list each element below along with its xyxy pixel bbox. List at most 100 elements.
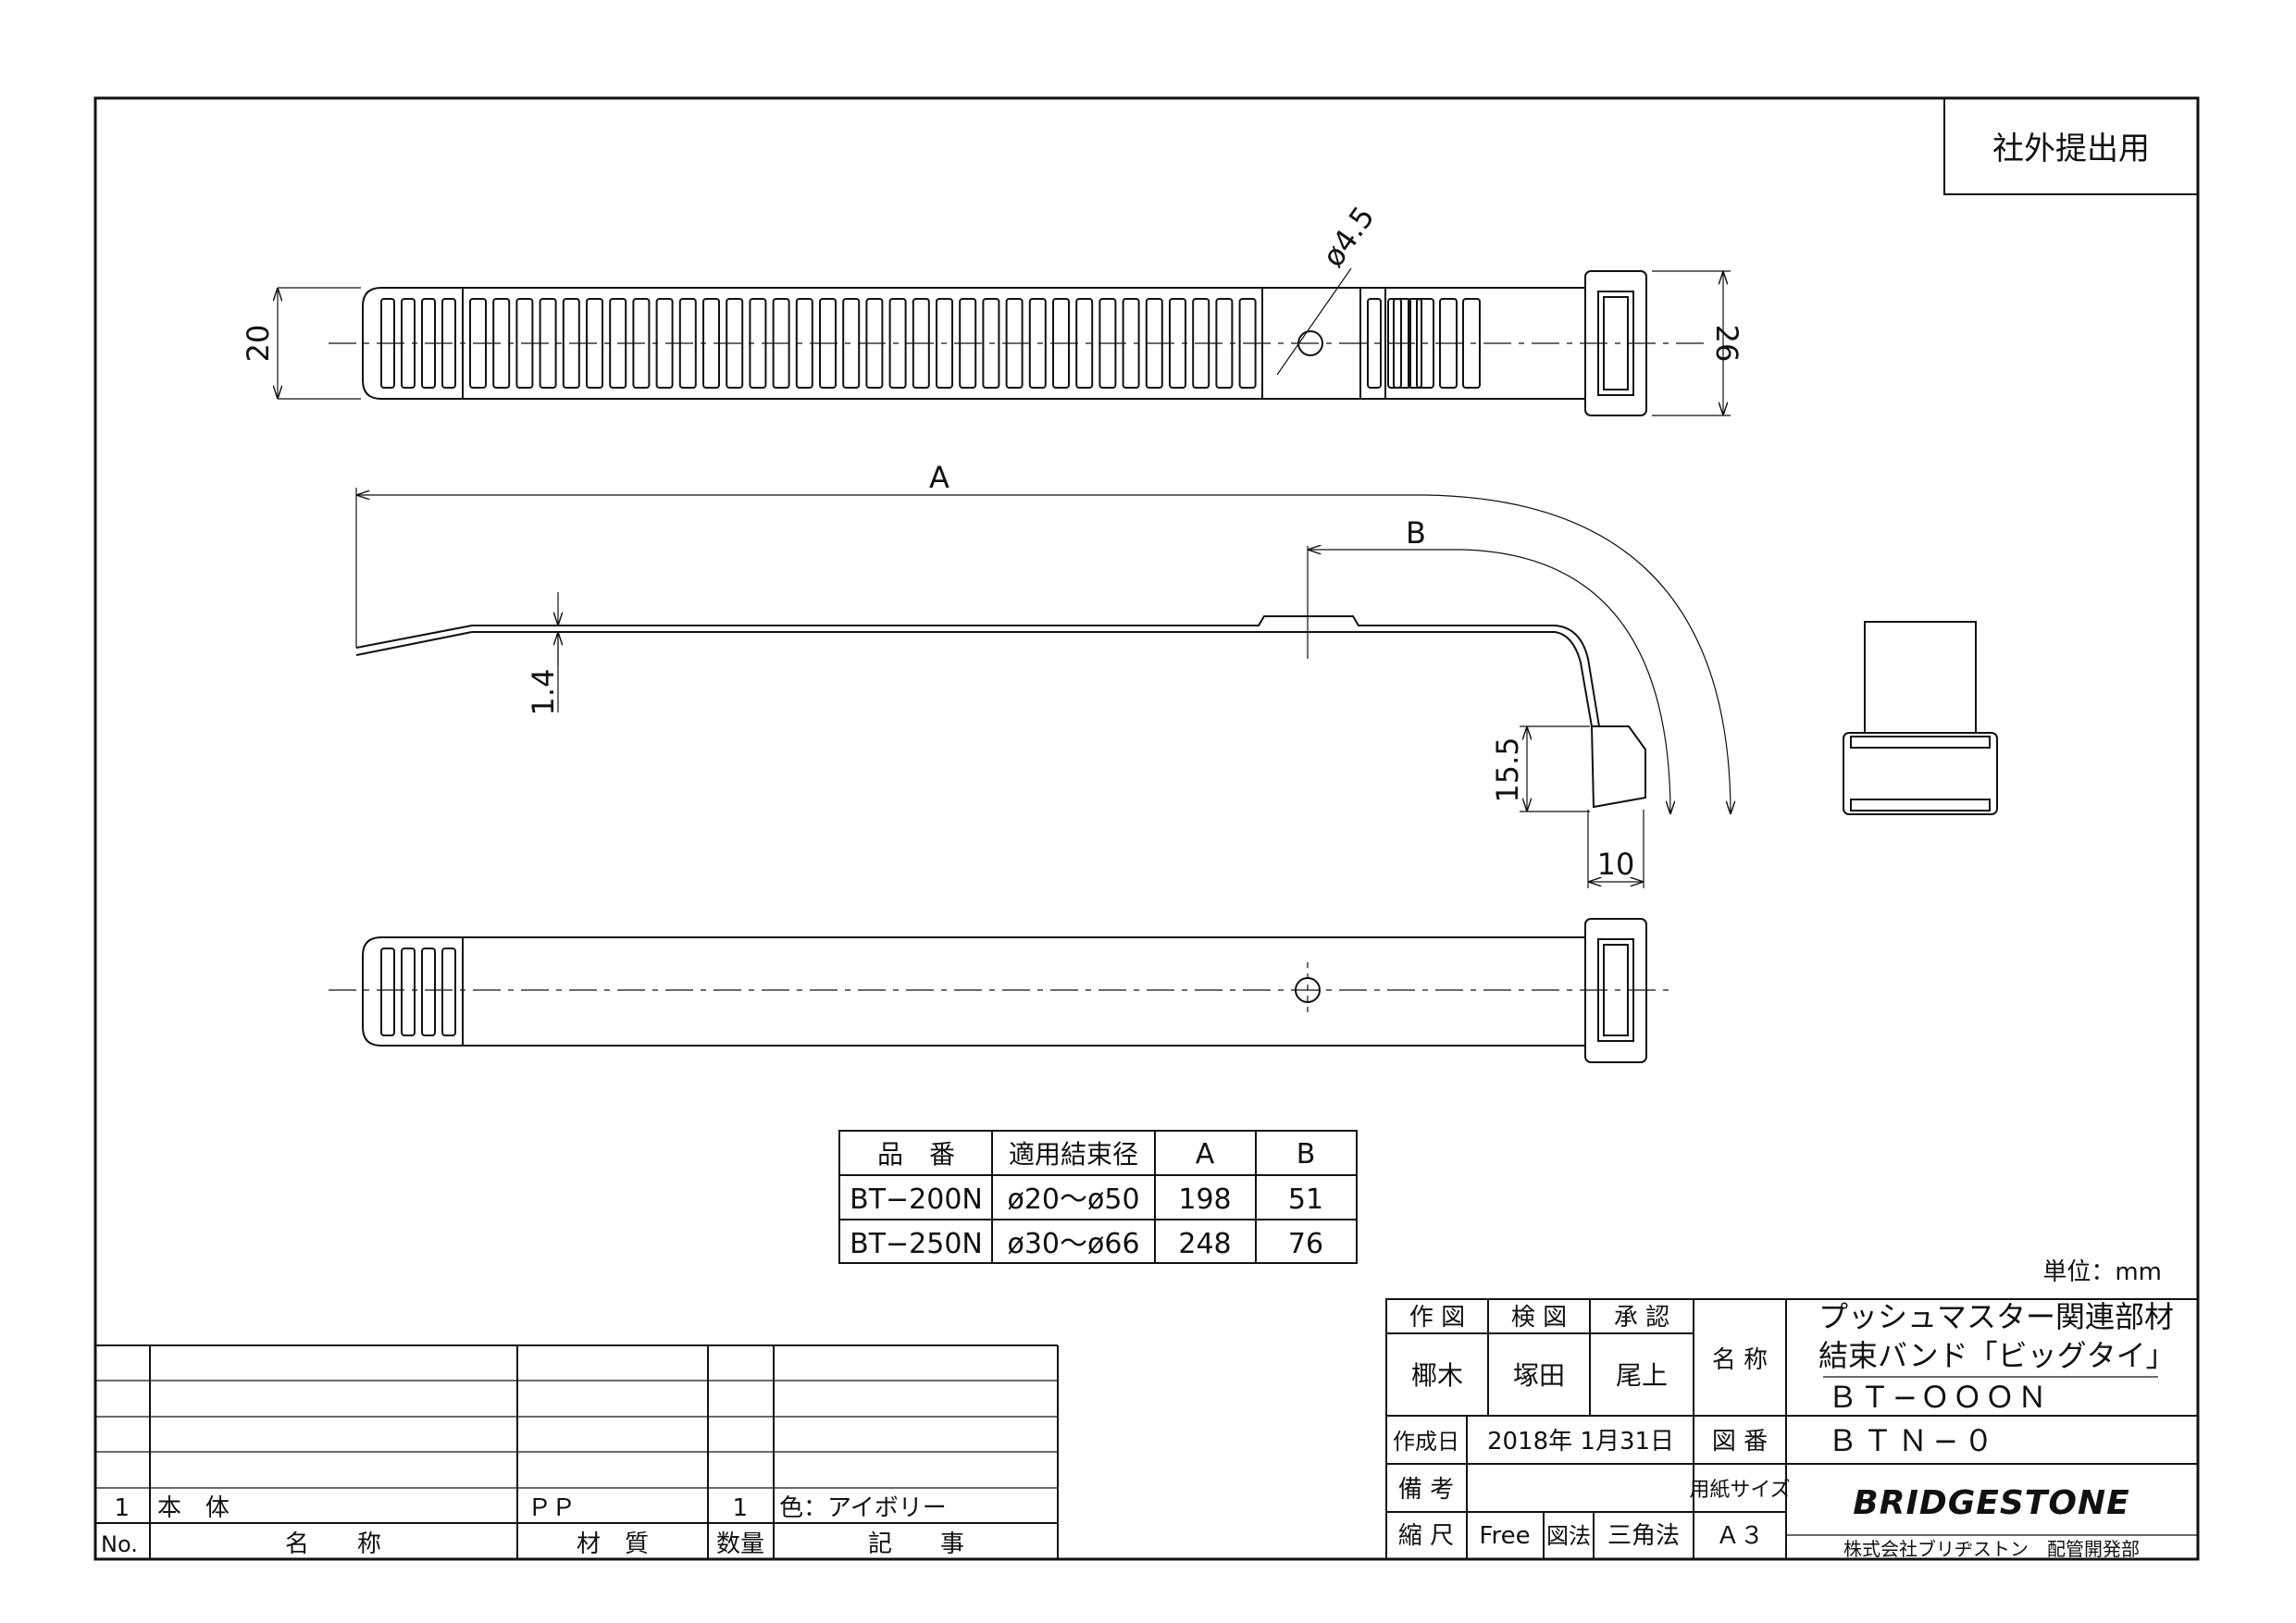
spec-r2-a: 248	[1178, 1228, 1231, 1260]
side-view	[355, 488, 1731, 888]
rib-slot	[1075, 298, 1094, 389]
spec-r2-range: ø30〜ø66	[1007, 1228, 1139, 1260]
scale-value: Free	[1479, 1522, 1530, 1550]
end-view	[1843, 621, 1998, 815]
spec-r2-part: BT−250N	[850, 1228, 983, 1260]
dim-hole-dia: ø4.5	[1315, 200, 1382, 274]
spec-table	[838, 1130, 1358, 1264]
spec-header-b: B	[1297, 1138, 1316, 1171]
rib-slot	[441, 948, 456, 1036]
parts-no: 1	[114, 1494, 130, 1522]
rib-slot	[421, 948, 436, 1036]
rib-slot	[982, 298, 1000, 389]
rib-slot	[702, 298, 720, 389]
drawn-by: 椰木	[1411, 1360, 1463, 1391]
rib-slot	[842, 298, 861, 389]
parts-qty: 1	[732, 1494, 748, 1522]
rib-slot	[888, 298, 907, 389]
buckle-head-bottom	[1584, 918, 1647, 1063]
rib-slot	[655, 298, 674, 389]
rib-slot	[632, 298, 651, 389]
rib-slot	[586, 298, 603, 389]
dim-length-b: B	[1406, 515, 1426, 551]
product-line2: 結束バンド「ビッグタイ」	[1818, 1338, 2176, 1373]
rib-slot	[1393, 298, 1411, 389]
band-ribs-bottom	[380, 948, 456, 1036]
rib-slot	[469, 298, 487, 389]
rib-slot	[1052, 298, 1070, 389]
rib-slot	[539, 298, 557, 389]
parts-header-no: No.	[101, 1531, 138, 1557]
projection-value: 三角法	[1607, 1522, 1680, 1550]
rib-slot	[795, 298, 813, 389]
rib-slot	[380, 298, 395, 389]
rib-slot	[421, 298, 436, 389]
band-ribs	[380, 298, 1481, 389]
rib-slot	[678, 298, 697, 389]
rib-slot	[1098, 298, 1117, 389]
unit-note: 単位：mm	[2042, 1258, 2162, 1286]
rib-slot	[959, 298, 977, 389]
label-scale: 縮 尺	[1398, 1522, 1454, 1550]
spec-r1-range: ø20〜ø50	[1007, 1183, 1139, 1216]
dim-width-20: 20	[241, 325, 276, 363]
rib-slot	[912, 298, 930, 389]
rib-slot	[1367, 298, 1382, 389]
drawing-border	[93, 96, 2200, 1561]
parts-note: 色：アイボリー	[779, 1494, 947, 1522]
stamp-box: 社外提出用	[1943, 97, 2199, 195]
spec-header-range: 適用結束径	[1009, 1139, 1138, 1170]
checked-by: 塚田	[1513, 1360, 1565, 1391]
date-value: 2018年 1月31日	[1487, 1428, 1674, 1456]
rib-slot	[1145, 298, 1163, 389]
spec-r1-b: 51	[1288, 1183, 1323, 1216]
dim-head-height: 15.5	[1490, 737, 1525, 802]
label-projection: 図法	[1546, 1523, 1591, 1549]
rib-slot	[1439, 298, 1458, 389]
rib-slot	[401, 948, 416, 1036]
rib-slot	[1028, 298, 1047, 389]
rib-slot	[1005, 298, 1024, 389]
rib-slot	[1408, 298, 1422, 389]
brand-logo: BRIDGESTONE	[1853, 1484, 2129, 1522]
label-dwg-no: 図 番	[1712, 1428, 1768, 1456]
rib-slot	[1462, 298, 1481, 389]
dim-head-width: 10	[1597, 847, 1635, 882]
dim-thickness: 1.4	[526, 669, 561, 716]
rib-slot	[1169, 298, 1186, 389]
label-approved: 承 認	[1614, 1304, 1669, 1332]
rib-slot	[492, 298, 511, 389]
rib-slot	[1215, 298, 1234, 389]
rib-slot	[1192, 298, 1210, 389]
product-line3: ＢＴ−ＯＯＯＮ	[1828, 1380, 2050, 1415]
bottom-view	[329, 918, 1670, 1063]
rib-slot	[936, 298, 953, 389]
spec-r1-a: 198	[1178, 1183, 1231, 1216]
rib-slot	[865, 298, 884, 389]
rib-slot	[772, 298, 790, 389]
stamp-text: 社外提出用	[1992, 130, 2150, 167]
rib-slot	[441, 298, 456, 389]
parts-material: ＰＰ	[527, 1494, 576, 1522]
parts-header-material: 材 質	[577, 1530, 649, 1558]
rib-slot	[380, 948, 395, 1036]
product-line1: プッシュマスター関連部材	[1818, 1299, 2174, 1334]
label-drawn: 作 図	[1409, 1304, 1465, 1332]
dim-length-a: A	[929, 460, 949, 495]
dwg-no: ＢＴＮ−０	[1828, 1423, 1999, 1458]
paper-value: Ａ３	[1716, 1522, 1764, 1550]
approved-by: 尾上	[1616, 1360, 1668, 1391]
parts-header-qty: 数量	[716, 1530, 764, 1558]
label-paper: 用紙サイズ	[1689, 1479, 1790, 1502]
spec-header-a: A	[1196, 1138, 1215, 1171]
dim-height-26: 26	[1709, 325, 1744, 363]
rib-slot	[749, 298, 767, 389]
parts-list	[95, 1344, 1059, 1559]
company-name: 株式会社ブリヂストン 配管開発部	[1843, 1538, 2140, 1560]
rib-slot	[1238, 298, 1257, 389]
parts-header-note: 記 事	[868, 1530, 964, 1558]
label-date: 作成日	[1393, 1429, 1459, 1455]
top-view	[278, 267, 1731, 416]
rib-slot	[401, 298, 416, 389]
